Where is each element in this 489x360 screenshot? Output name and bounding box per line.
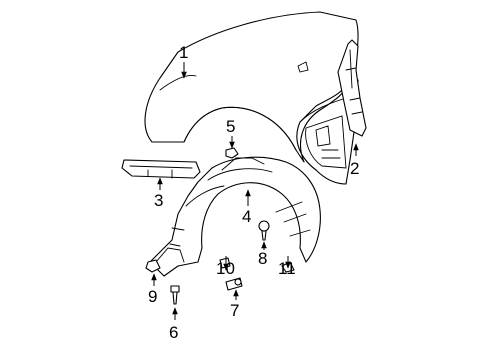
leader-lines <box>151 62 359 320</box>
callout-10: 10 <box>216 259 235 278</box>
bolt-8-part[interactable] <box>258 220 270 241</box>
callout-5: 5 <box>226 117 235 136</box>
bolt-6-part[interactable] <box>170 285 180 305</box>
inner-liner-part[interactable] <box>149 156 321 277</box>
fender-bracket-part[interactable] <box>121 159 201 179</box>
callout-7: 7 <box>230 301 239 320</box>
callout-2: 2 <box>350 159 359 178</box>
clip-5-part[interactable] <box>225 147 239 159</box>
side-liner-part[interactable] <box>337 39 367 137</box>
callout-6: 6 <box>169 323 178 342</box>
callout-8: 8 <box>258 249 267 268</box>
callout-3: 3 <box>154 191 163 210</box>
callout-9: 9 <box>148 287 157 306</box>
callout-labels: 1 2 3 4 5 6 7 8 9 10 11 <box>148 43 359 342</box>
fender-part[interactable] <box>144 11 359 185</box>
callout-11: 11 <box>278 259 296 278</box>
callout-4: 4 <box>242 207 251 226</box>
callout-1: 1 <box>179 43 188 62</box>
screw-7-part[interactable] <box>225 277 243 291</box>
clip-9-part[interactable] <box>145 259 161 273</box>
